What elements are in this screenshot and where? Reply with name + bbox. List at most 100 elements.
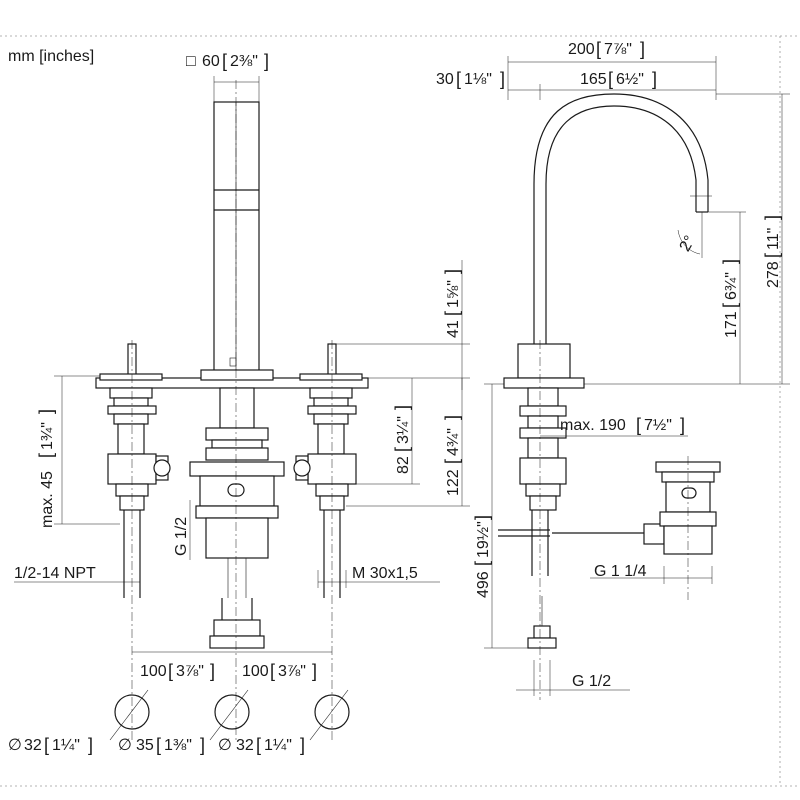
svg-text:60: 60 — [202, 53, 220, 70]
svg-text:6½": 6½" — [616, 71, 644, 88]
dim-30-165: 30 [ 1⅛" ] 165 [ 6½" ] — [436, 69, 716, 100]
svg-text:11": 11" — [765, 228, 782, 250]
svg-text:]: ] — [762, 215, 782, 220]
svg-text:M 30x1,5: M 30x1,5 — [352, 565, 418, 582]
svg-text:32: 32 — [236, 737, 254, 754]
svg-text:30: 30 — [436, 71, 454, 88]
svg-text:max. 45: max. 45 — [39, 471, 56, 528]
svg-text:1⅛": 1⅛" — [464, 71, 492, 88]
svg-text:19½": 19½" — [475, 521, 492, 558]
svg-text:7½": 7½" — [644, 417, 672, 434]
svg-text:1¼": 1¼" — [264, 737, 292, 754]
svg-text:35: 35 — [136, 737, 154, 754]
svg-text:1¾": 1¾" — [39, 422, 56, 450]
svg-text:122: 122 — [445, 469, 462, 496]
center-column — [189, 387, 285, 649]
svg-text:]: ] — [264, 51, 269, 71]
svg-text:]: ] — [210, 661, 215, 681]
dim-square-60: □ 60 [ 2⅜" ] — [186, 51, 269, 102]
svg-text:]: ] — [312, 661, 317, 681]
dim-171: 171 [ 6¾" ] — [708, 211, 746, 384]
svg-text:[: [ — [472, 561, 492, 566]
svg-text:32: 32 — [24, 737, 42, 754]
svg-text:3¼": 3¼" — [395, 416, 412, 444]
svg-text:]: ] — [720, 259, 740, 264]
svg-text:G 1/2: G 1/2 — [572, 673, 611, 690]
svg-text:[: [ — [442, 459, 462, 464]
svg-text:1/2-14 NPT: 1/2-14 NPT — [14, 565, 96, 582]
dim-max-45: max. 45 [ 1¾" ] — [36, 375, 120, 528]
svg-text:[: [ — [36, 453, 56, 458]
svg-text:200: 200 — [568, 41, 595, 58]
svg-text:]: ] — [88, 735, 93, 755]
svg-text:]: ] — [472, 515, 492, 520]
svg-text:]: ] — [500, 69, 505, 89]
svg-text:1⅜": 1⅜" — [164, 737, 192, 754]
dim-496: 496 [ 19½" ] — [472, 383, 528, 649]
svg-text:4¾": 4¾" — [445, 428, 462, 456]
svg-text:[: [ — [442, 311, 462, 316]
svg-text:max. 190: max. 190 — [560, 417, 626, 434]
dim-npt: 1/2-14 NPT — [14, 565, 141, 588]
dim-g12-left: G 1/2 — [173, 500, 191, 560]
svg-text:[: [ — [222, 51, 227, 71]
svg-text:]: ] — [652, 69, 657, 89]
svg-text:1⅝": 1⅝" — [445, 280, 462, 308]
svg-text:6¾": 6¾" — [723, 272, 740, 300]
svg-text:496: 496 — [475, 571, 492, 598]
side-view: 2° — [436, 39, 790, 700]
svg-text:]: ] — [300, 735, 305, 755]
svg-text:100: 100 — [140, 663, 167, 680]
svg-text:[: [ — [156, 735, 161, 755]
svg-text:171: 171 — [723, 311, 740, 338]
svg-text:G 1/2: G 1/2 — [173, 517, 190, 556]
svg-text:41: 41 — [445, 320, 462, 338]
dim-angle: 2° — [677, 212, 703, 258]
svg-text:[: [ — [608, 69, 613, 89]
hole-circles — [109, 689, 350, 741]
svg-text:82: 82 — [395, 456, 412, 474]
drain-assembly — [655, 461, 721, 555]
spout-body — [200, 101, 274, 381]
dim-278: 278 [ 11" ] — [584, 93, 790, 385]
side-column — [519, 387, 567, 649]
svg-text:2°: 2° — [677, 233, 699, 255]
dim-g12-right: G 1/2 — [516, 660, 630, 696]
svg-text:7⅞": 7⅞" — [604, 41, 632, 58]
dim-max-190: max. 190 [ 7½" ] — [540, 415, 688, 437]
svg-text:]: ] — [200, 735, 205, 755]
svg-text:278: 278 — [765, 261, 782, 288]
svg-text:G 1 1/4: G 1 1/4 — [594, 563, 647, 580]
svg-text:]: ] — [442, 269, 462, 274]
dim-g114: G 1 1/4 — [590, 563, 713, 584]
dim-diameters: ∅ 32 [ 1¼" ] ∅ 35 [ 1⅜" ] ∅ 32 [ 1¼" ] — [8, 735, 305, 755]
units-label: mm [inches] — [8, 48, 94, 65]
dim-122: 122 [ 4¾" ] — [346, 378, 470, 507]
svg-text:[: [ — [270, 661, 275, 681]
front-view: □ 60 [ 2⅜" ] max. 45 [ 1¾" ] G 1/2 1/2-1… — [8, 51, 470, 755]
svg-text:]: ] — [392, 405, 412, 410]
svg-text:[: [ — [762, 253, 782, 258]
svg-text:2⅜": 2⅜" — [230, 53, 258, 70]
svg-text:[: [ — [168, 661, 173, 681]
drain-rod — [498, 523, 665, 545]
svg-text:[: [ — [392, 447, 412, 452]
svg-text:3⅞": 3⅞" — [278, 663, 306, 680]
svg-text:165: 165 — [580, 71, 607, 88]
svg-text:∅: ∅ — [118, 737, 132, 754]
dim-82: 82 [ 3¼" ] — [356, 378, 420, 485]
svg-text:3⅞": 3⅞" — [176, 663, 204, 680]
gooseneck-spout — [503, 93, 712, 389]
dim-41: 41 [ 1⅝" ] — [336, 260, 470, 390]
svg-text:]: ] — [680, 415, 685, 435]
svg-text:1¼": 1¼" — [52, 737, 80, 754]
svg-text:∅: ∅ — [8, 737, 22, 754]
dim-spacing: 100 [ 3⅞" ] 100 [ 3⅞" ] — [132, 651, 332, 681]
dim-200: 200 [ 7⅞" ] — [507, 39, 717, 100]
svg-text:]: ] — [442, 415, 462, 420]
svg-text:[: [ — [720, 303, 740, 308]
svg-text:100: 100 — [242, 663, 269, 680]
svg-text:[: [ — [456, 69, 461, 89]
svg-text:[: [ — [636, 415, 641, 435]
